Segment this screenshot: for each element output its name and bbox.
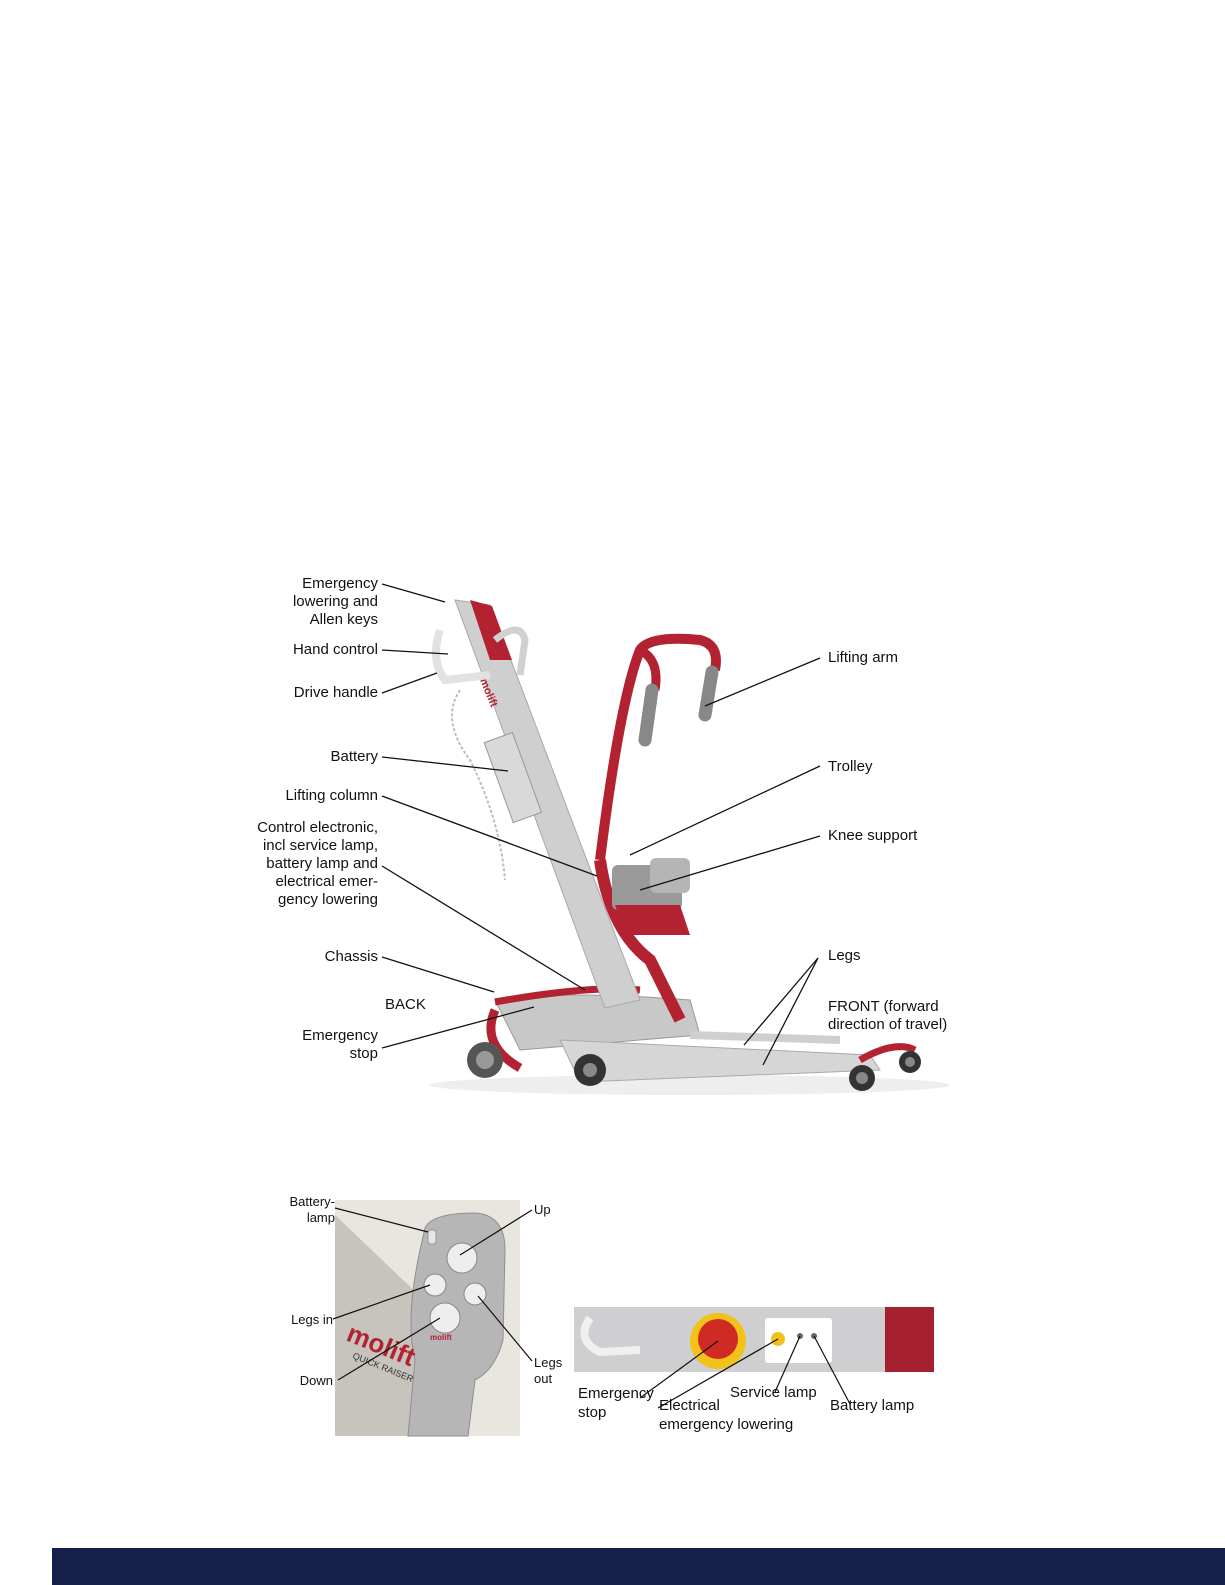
- label-drive-handle: Drive handle: [293, 684, 378, 701]
- control-panel-illustration: [574, 1307, 934, 1372]
- label-legs: Legs: [828, 947, 861, 964]
- label-cp-emergency-stop: Emergency stop: [578, 1385, 654, 1421]
- label-front: FRONT (forward direction of travel): [828, 998, 948, 1033]
- main-leader-lines: [381, 583, 821, 1066]
- label-trolley: Trolley: [828, 758, 873, 775]
- label-emergency-lowering: Emergency lowering and Allen keys: [292, 575, 378, 628]
- label-lifting-column: Lifting column: [285, 787, 378, 804]
- control-panel-leader-lines: [639, 1335, 851, 1409]
- label-hc-legs-out: Legs out: [534, 1355, 563, 1386]
- patient-lift-illustration: molift: [430, 599, 950, 1095]
- label-lifting-arm: Lifting arm: [828, 649, 899, 666]
- label-hand-control: Hand control: [292, 641, 378, 658]
- label-cp-battery-lamp: Battery lamp: [830, 1397, 915, 1414]
- label-battery: Battery: [330, 748, 378, 765]
- hand-control-brand-small: molift: [430, 1333, 452, 1342]
- label-emergency-stop: Emergency stop: [302, 1027, 378, 1062]
- label-control-electronic: Control electronic, incl service lamp, b…: [257, 819, 378, 908]
- label-hc-legs-in: Legs in: [291, 1312, 333, 1327]
- label-hc-battery-lamp: Battery- lamp: [289, 1194, 335, 1225]
- label-back: BACK: [385, 996, 426, 1013]
- label-knee-support: Knee support: [828, 827, 918, 844]
- label-cp-service-lamp: Service lamp: [730, 1384, 817, 1401]
- footer-bar: [52, 1548, 1225, 1585]
- label-hc-down: Down: [299, 1373, 333, 1388]
- label-chassis: Chassis: [324, 948, 378, 965]
- hand-control-illustration: molift QUICK RAISER molift: [335, 1200, 520, 1437]
- label-cp-electrical-lowering: Electrical emergency lowering: [659, 1397, 794, 1433]
- label-hc-up: Up: [534, 1202, 551, 1217]
- hand-control-leader-lines: [332, 1207, 533, 1381]
